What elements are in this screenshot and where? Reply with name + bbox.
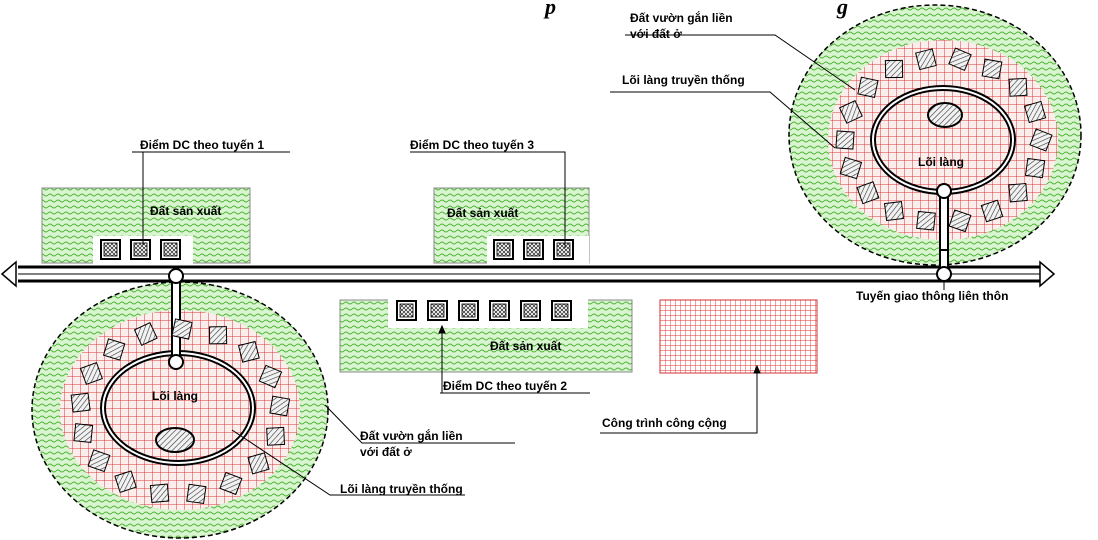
- house-box-inner: [163, 242, 178, 257]
- junction-node-route-top-village: [936, 266, 952, 282]
- house-icon: [102, 338, 126, 361]
- house-box-inner: [496, 242, 511, 257]
- house-icon: [219, 471, 243, 496]
- house-icon: [171, 318, 193, 340]
- house-icon: [247, 452, 270, 475]
- houses-top-village: [835, 47, 1053, 233]
- house-icon: [208, 326, 228, 345]
- title-fragment-tail: g: [836, 0, 848, 19]
- house-icon: [133, 322, 158, 346]
- house-box-inner: [103, 242, 118, 257]
- traditional-core-label-bottom: Lõi làng truyền thống: [340, 482, 463, 496]
- title-fragment: p: [543, 0, 556, 19]
- house-icon: [186, 483, 207, 505]
- house-box-inner: [133, 242, 148, 257]
- house-box-inner: [430, 303, 445, 318]
- house-icon: [835, 130, 855, 150]
- house-icon: [857, 76, 879, 98]
- house-box-inner: [556, 242, 571, 257]
- road-arrow-left-icon: [0, 260, 17, 288]
- village-pond-top: [927, 102, 963, 128]
- house-icon: [1029, 128, 1053, 152]
- village-core-label-bottom: Lõi làng: [152, 389, 198, 403]
- houses-route-2: [396, 300, 572, 321]
- garden-label-top-line1: Đất vườn gắn liền: [630, 10, 733, 25]
- route-3-point-label: Điểm DC theo tuyến 3: [410, 138, 534, 152]
- house-icon: [149, 483, 170, 504]
- house-box-inner: [526, 242, 541, 257]
- junction-node-top-village: [936, 183, 952, 199]
- house-box-inner: [554, 303, 569, 318]
- house-icon: [1008, 77, 1028, 97]
- production-land-label-bottom: Đất sản xuất: [490, 339, 561, 353]
- garden-label-top-line2: với đất ở: [630, 27, 682, 41]
- house-icon: [856, 181, 880, 205]
- junction-node-route-1: [168, 268, 184, 284]
- route-1-point-label: Điểm DC theo tuyến 1: [140, 138, 264, 152]
- public-works-label: Công trình công cộng: [602, 416, 727, 430]
- house-icon: [87, 449, 111, 473]
- house-icon: [258, 364, 283, 389]
- house-icon: [114, 470, 137, 493]
- village-top-right: Lõi làng: [788, 4, 1082, 272]
- houses-bottom-village: [70, 318, 291, 505]
- garden-label-bottom-line2: với đất ở: [360, 445, 412, 459]
- village-bottom-left: Lõi làng: [31, 276, 329, 539]
- route-2-point-label: Điểm DC theo tuyến 2: [443, 379, 567, 393]
- houses-route-1: [100, 239, 181, 260]
- leader-lines: [132, 34, 945, 496]
- house-icon: [1008, 182, 1028, 203]
- village-pond-bottom: [155, 427, 195, 453]
- house-icon: [1023, 100, 1047, 124]
- house-icon: [948, 209, 972, 233]
- house-icon: [915, 48, 937, 71]
- inter-village-road: [0, 260, 1056, 288]
- house-icon: [981, 58, 1003, 80]
- house-box-inner: [492, 303, 507, 318]
- houses-route-3: [493, 239, 574, 260]
- house-icon: [237, 340, 260, 363]
- house-icon: [948, 47, 972, 72]
- house-icon: [73, 423, 94, 443]
- village-core-label-top: Lõi làng: [918, 155, 964, 169]
- house-icon: [1024, 157, 1046, 179]
- house-box-inner: [461, 303, 476, 318]
- production-land-label-left: Đất sản xuất: [150, 204, 221, 218]
- house-icon: [79, 361, 103, 386]
- house-icon: [916, 210, 936, 231]
- traditional-core-label-top: Lõi làng truyền thống: [622, 73, 745, 87]
- house-icon: [839, 156, 863, 180]
- garden-label-bottom-line1: Đất vườn gắn liền: [360, 428, 463, 443]
- junction-node-bottom-village: [168, 354, 184, 370]
- house-box-inner: [399, 303, 414, 318]
- house-icon: [883, 200, 905, 222]
- house-icon: [838, 99, 863, 124]
- road-arrow-right-icon: [1039, 260, 1056, 288]
- house-icon: [269, 395, 291, 417]
- house-icon: [884, 59, 904, 79]
- public-works-area: [659, 299, 818, 374]
- traditional-core-top: [828, 40, 1058, 240]
- house-icon: [980, 199, 1004, 223]
- house-box-inner: [523, 303, 538, 318]
- house-icon: [70, 392, 91, 413]
- inter-village-road-label: Tuyến giao thông liên thôn: [856, 289, 1008, 303]
- house-icon: [266, 426, 286, 446]
- production-land-label-mid: Đất sản xuất: [447, 206, 518, 220]
